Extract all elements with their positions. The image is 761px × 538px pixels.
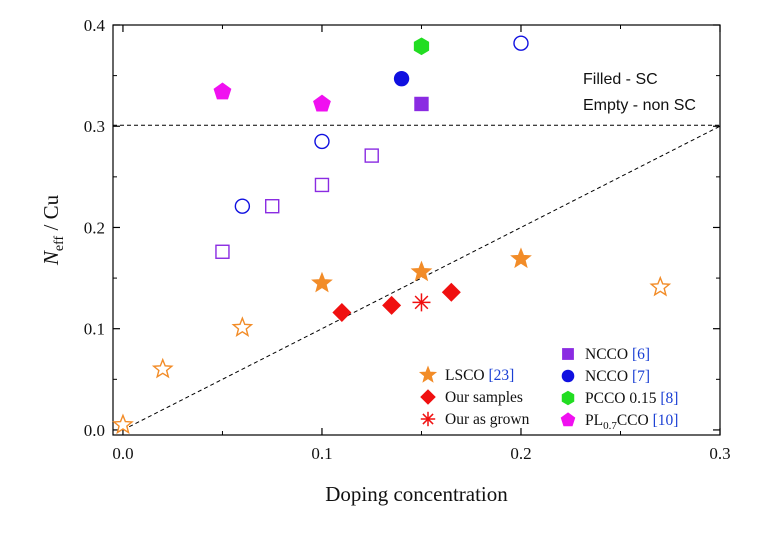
data-point-asterisk-open [412,293,431,312]
data-point-star-open [151,357,174,379]
y-axis: 0.0 0.1 0.2 0.3 0.4 [84,16,720,440]
legend-label: PL0.7CCO [10] [585,412,678,432]
legend-ref: [10] [649,412,679,429]
legend-label: Our samples [445,389,523,406]
legend-entry: PL0.7CCO [10] [560,412,678,432]
data-point-circle-open [513,35,529,51]
legend-marker-hexagon [561,390,575,406]
data-point-diamond-filled [441,282,461,302]
legend-marker-square [562,348,574,360]
data-point-star-open [112,413,134,435]
legend-ref: [6] [628,346,650,363]
legend-marker-circle [561,369,575,383]
y-axis-label-rest: / Cu [39,194,63,235]
y-tick-label: 0.0 [84,421,105,440]
data-point-star-filled [311,271,333,293]
legend-ref: [7] [628,368,650,385]
legend-entry: PCCO 0.15 [8] [561,390,678,407]
legend-label: Our as grown [445,411,530,428]
data-point-pentagon-filled [313,94,331,112]
annotation-empty-non-sc: Empty - non SC [583,97,696,114]
y-axis-label-sub: eff [52,235,67,251]
data-point-star-filled [410,260,433,282]
legend-label-text: Our as grown [445,411,530,428]
x-axis-label: Doping concentration [325,482,508,506]
plot-border [112,24,721,436]
data-point-square-filled [414,96,429,112]
legend-label: NCCO [6] [585,346,650,363]
y-tick-label: 0.3 [84,117,105,136]
legend-entry: NCCO [6] [562,346,650,363]
asterisk-stroke [414,295,429,310]
data-point-diamond-filled [382,295,402,315]
legend-marker-diamond [420,389,436,405]
legend-label: NCCO [7] [585,368,650,385]
y-tick-label: 0.4 [84,16,106,35]
legend-label-rest: CCO [617,412,649,429]
data-point-square-open [215,244,230,259]
data-point-circle-filled [393,70,410,87]
x-tick-label: 0.3 [709,444,730,463]
data-point-square-open [364,148,379,163]
data-point-pentagon-filled [213,82,232,100]
legend-entry: Our samples [420,389,523,406]
y-tick-label: 0.1 [84,320,105,339]
legend-label-text: NCCO [585,346,628,363]
legend-entry: LSCO [23] [418,365,514,384]
legend-label-text: NCCO [585,368,628,385]
legend-label-text: Our samples [445,389,523,406]
legend-entry: Our as grown [420,411,530,428]
legend-ref: [8] [657,390,679,407]
data-point-circle-open [314,133,330,150]
legend-ref: [23] [485,367,515,384]
x-axis: 0.0 0.1 0.2 0.3 [112,25,731,463]
legend-label: LSCO [23] [445,367,514,384]
reference-lines [113,124,721,431]
annotation-filled-sc: Filled - SC [583,71,658,88]
data-point-star-filled [510,247,532,269]
legend-label-text: LSCO [445,367,485,384]
y-axis-label: Neff / Cu [39,194,67,266]
data-markers [112,35,672,435]
data-point-circle-open [234,198,251,214]
data-point-square-open [314,177,330,193]
legend-label: PCCO 0.15 [8] [585,390,678,407]
data-point-hexagon-filled [413,37,430,56]
legend-label-text: PCCO 0.15 [585,390,657,407]
x-tick-label: 0.1 [311,444,332,463]
legend-marker-pentagon [560,412,576,427]
data-point-square-open [265,199,280,214]
x-tick-label: 0.2 [510,444,531,463]
y-axis-label-main: N [39,250,63,266]
data-point-star-open [231,316,254,337]
legend-label-main: PL [585,412,603,429]
data-point-diamond-filled [332,303,352,322]
legend-entry: NCCO [7] [561,368,650,385]
plot-frame [112,24,721,436]
y-tick-label: 0.2 [84,218,105,237]
legend-marker-asterisk [420,411,436,427]
data-point-star-open [649,275,672,297]
asterisk-stroke [422,413,434,425]
legend-label-sub: 0.7 [603,420,617,432]
legend-marker-star [418,365,438,383]
x-tick-label: 0.0 [112,444,133,463]
